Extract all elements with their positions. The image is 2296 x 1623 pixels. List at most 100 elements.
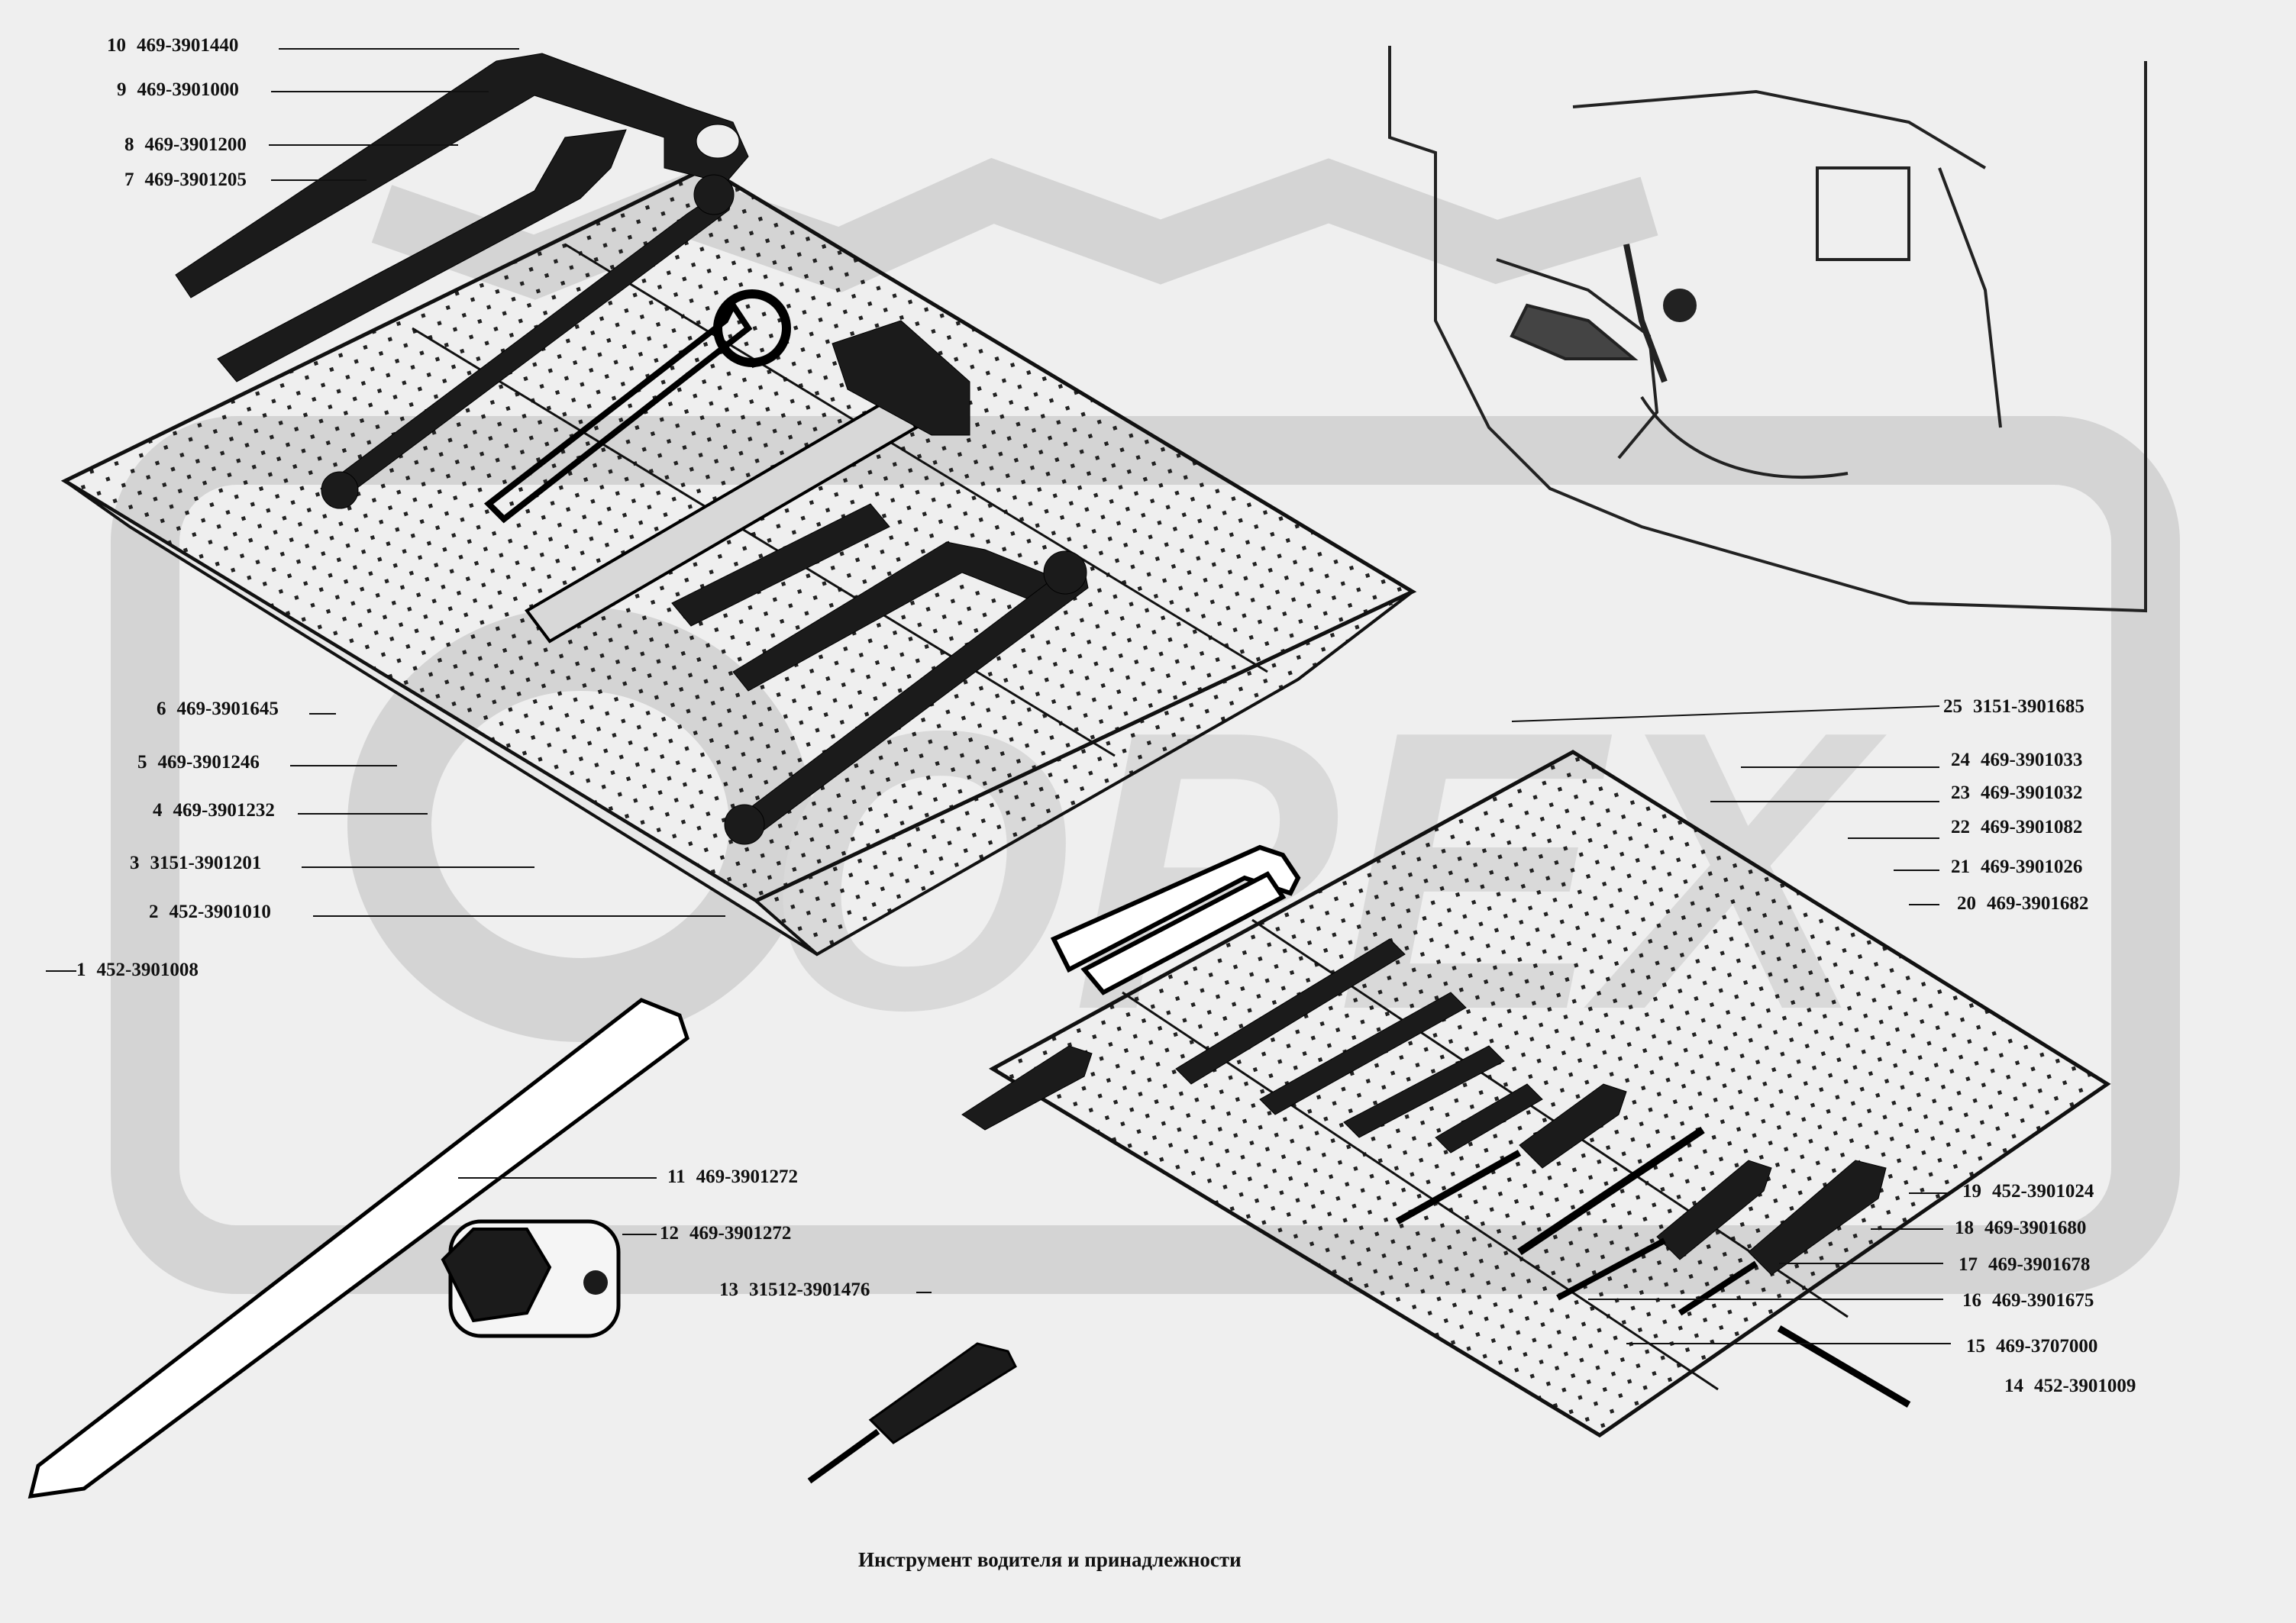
wrench-socket-hole (696, 124, 740, 159)
socket-extension (961, 1045, 1093, 1131)
screwdriver-blade (1556, 1237, 1666, 1301)
screwdriver-handle (1519, 1083, 1627, 1169)
part-callout: 12 469-3901272 (660, 1223, 791, 1244)
tyre-lever (27, 998, 689, 1499)
callout-part-number: 3151-3901685 (1973, 696, 2084, 717)
pedal (1663, 289, 1697, 322)
hammer-head (832, 320, 970, 436)
callout-number: 24 (1951, 750, 1970, 770)
callout-part-number: 469-3901032 (1981, 782, 2083, 803)
callout-part-number: 31512-3901476 (749, 1279, 870, 1300)
diagram-caption: Инструмент водителя и принадлежности (858, 1548, 1242, 1571)
callout-number: 14 (2004, 1376, 2023, 1396)
hammer-handle (525, 395, 919, 644)
callout-part-number: 469-3901675 (1992, 1290, 2094, 1311)
part-callout: 14 452-3901009 (2004, 1376, 2136, 1397)
right-mat-top (988, 750, 2111, 1437)
callout-number: 8 (124, 134, 134, 155)
adjustable-wrench (217, 129, 627, 382)
callout-part-number: 469-3901272 (689, 1223, 792, 1244)
box-wrench-end (693, 174, 735, 215)
callout-part-number: 452-3901024 (1992, 1181, 2094, 1202)
screwdriver-handle (1748, 1160, 1887, 1276)
screwdriver-blade (1517, 1126, 1705, 1256)
callout-part-number: 469-3707000 (1996, 1336, 2098, 1357)
part-callout: 5 469-3901246 (137, 752, 260, 773)
part-callout: 25 3151-3901685 (1943, 696, 2084, 718)
callout-number: 23 (1951, 782, 1970, 803)
strap (1777, 1325, 1911, 1408)
callout-part-number: 469-3901200 (144, 134, 247, 155)
chisel (671, 503, 890, 627)
screwdriver-handle (1656, 1160, 1772, 1260)
callout-number: 7 (124, 169, 134, 190)
callout-number: 11 (667, 1166, 686, 1187)
callout-number: 18 (1955, 1218, 1974, 1238)
callout-part-number: 452-3901010 (169, 902, 271, 922)
callout-number: 25 (1943, 696, 1962, 717)
callout-number: 3 (130, 853, 140, 873)
open-end-wrench (1175, 938, 1406, 1085)
callout-number: 5 (137, 752, 147, 773)
callout-number: 4 (153, 800, 163, 821)
hex-socket (441, 1219, 621, 1338)
callout-part-number: 469-3901082 (1981, 817, 2083, 837)
callout-number: 9 (117, 79, 127, 100)
callout-part-number: 469-3901205 (144, 169, 247, 190)
callout-part-number: 469-3901232 (173, 800, 275, 821)
callout-part-number: 469-3901000 (137, 79, 239, 100)
open-end-wrench (1259, 992, 1467, 1115)
callout-number: 13 (719, 1279, 738, 1300)
part-callout: 1 452-3901008 (76, 960, 199, 981)
screwdriver-loose (807, 1342, 1017, 1484)
callout-part-number: 452-3901009 (2034, 1376, 2136, 1396)
callout-part-number: 469-3901645 (176, 699, 279, 719)
pliers (1050, 844, 1301, 973)
part-callout: 19 452-3901024 (1962, 1181, 2094, 1202)
left-mat-pocket-line (564, 243, 1268, 673)
screwdriver-blade (1678, 1260, 1758, 1316)
right-tools (961, 844, 1911, 1408)
callout-part-number: 469-3901440 (137, 35, 239, 56)
part-callout: 23 469-3901032 (1951, 782, 2082, 804)
part-callout: 4 469-3901232 (153, 800, 275, 821)
callout-part-number: 469-3901678 (1988, 1254, 2091, 1275)
box-wrench-end (724, 804, 765, 845)
ring-spanner (483, 299, 753, 524)
callout-part-number: 469-3901246 (157, 752, 260, 773)
part-callout: 11 469-3901272 (667, 1166, 798, 1188)
callout-number: 21 (1951, 857, 1970, 877)
seat-frame (1640, 395, 1849, 479)
glovebox (1816, 166, 1910, 261)
box-wrench-end (1043, 550, 1087, 595)
callout-number: 12 (660, 1223, 679, 1244)
cabin-outline (1388, 46, 2147, 613)
callout-part-number: 469-3901272 (696, 1166, 798, 1187)
box-wrench-end (321, 471, 359, 509)
callout-number: 1 (76, 960, 86, 980)
part-callout: 8 469-3901200 (124, 134, 247, 156)
left-mat-lower (753, 590, 1414, 957)
callout-part-number: 3151-3901201 (150, 853, 262, 873)
part-callout: 13 31512-3901476 (719, 1279, 870, 1301)
callout-number: 19 (1962, 1181, 1981, 1202)
ring-spanner-head (713, 289, 791, 367)
left-tools (175, 53, 1089, 845)
callout-part-number: 452-3901008 (96, 960, 199, 980)
screwdriver-blade (1395, 1150, 1522, 1225)
dashboard-line (1572, 89, 1987, 169)
part-callout: 9 469-3901000 (117, 79, 239, 101)
